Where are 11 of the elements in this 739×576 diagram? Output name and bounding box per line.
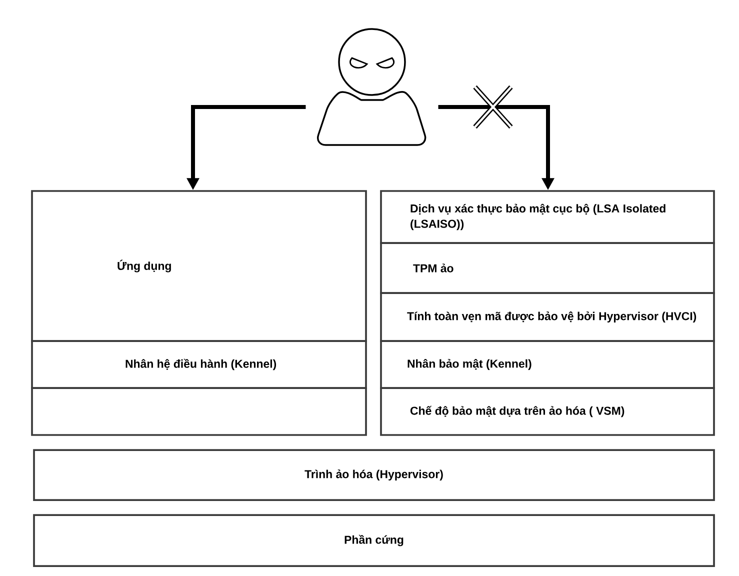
layer-box: Dịch vụ xác thực bảo mật cục bộ (LSA Isolated (LSAISO)) <box>380 190 715 244</box>
layer-box: Tính toàn vẹn mã được bảo vệ bởi Hypervisor (HVCI) <box>380 292 715 342</box>
person-icon <box>317 28 426 146</box>
layer-box: Trình ảo hóa (Hypervisor) <box>33 449 715 501</box>
layer-box: Phần cứng <box>33 514 715 567</box>
layer-box: TPM ảo <box>380 242 715 294</box>
layer-box: Nhân bảo mật (Kennel) <box>380 340 715 389</box>
layer-box: Ứng dụng <box>31 190 367 342</box>
layer-box: Nhân hệ điều hành (Kennel) <box>31 340 367 389</box>
layer-box <box>31 387 367 436</box>
layer-box: Chế độ bảo mật dựa trên ảo hóa ( VSM) <box>380 387 715 436</box>
